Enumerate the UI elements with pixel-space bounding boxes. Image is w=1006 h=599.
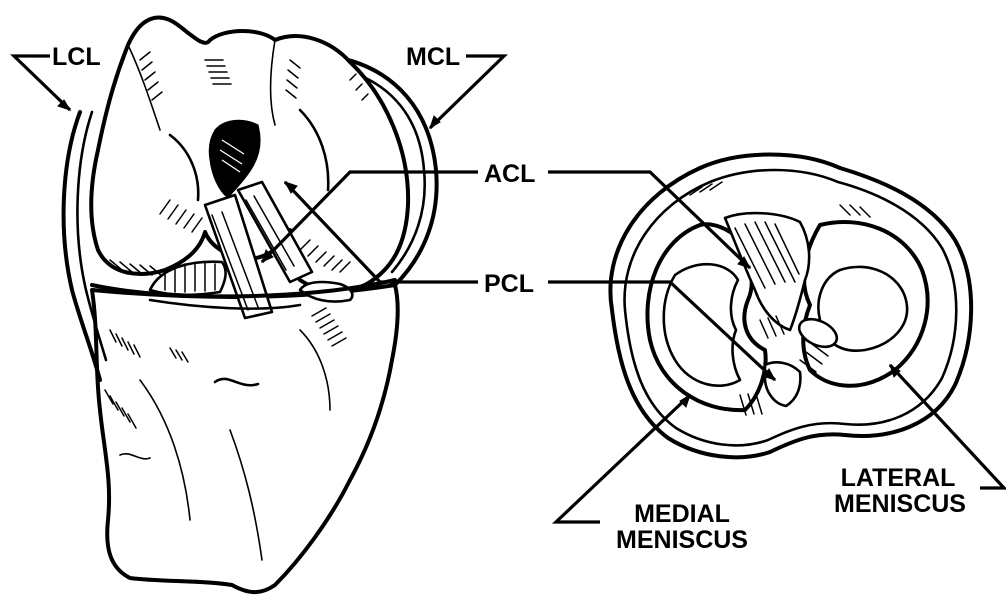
tibia [92,285,398,592]
medial-meniscus-label-line1: MEDIAL [634,500,730,528]
pcl-label: PCL [484,270,534,298]
lateral-meniscus-label-line1: LATERAL [841,464,956,492]
acl-label: ACL [484,160,535,188]
tibial-plateau-illustration [610,155,971,458]
medial-meniscus-label-line2: MENISCUS [616,526,748,554]
lateral-meniscus-label-line2: MENISCUS [834,490,966,518]
lcl-label: LCL [52,43,101,71]
knee-joint-illustration [64,18,437,593]
mcl-label: MCL [406,43,460,71]
